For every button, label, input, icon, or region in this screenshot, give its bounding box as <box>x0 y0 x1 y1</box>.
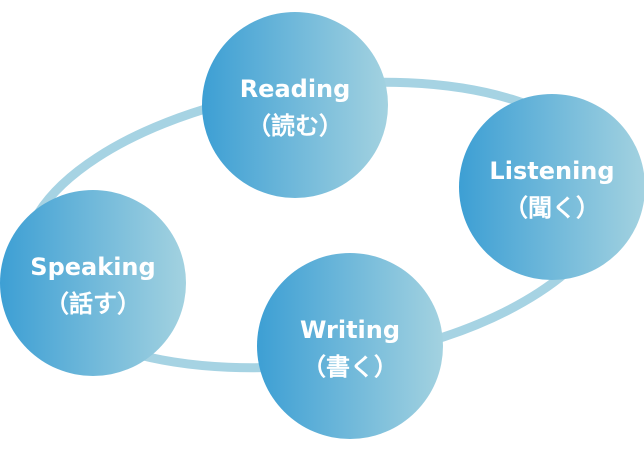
node-writing: Writing （書く） <box>257 253 443 439</box>
listening-circle <box>459 94 644 280</box>
listening-subtitle: （聞く） <box>504 194 600 222</box>
node-reading: Reading （読む） <box>202 12 388 198</box>
speaking-subtitle: （話す） <box>45 290 141 318</box>
writing-circle <box>257 253 443 439</box>
writing-title: Writing <box>300 316 400 344</box>
writing-subtitle: （書く） <box>302 353 398 381</box>
listening-title: Listening <box>489 157 614 185</box>
reading-title: Reading <box>240 75 351 103</box>
node-listening: Listening （聞く） <box>459 94 644 280</box>
speaking-circle <box>0 190 186 376</box>
reading-subtitle: （読む） <box>247 112 343 140</box>
reading-circle <box>202 12 388 198</box>
node-speaking: Speaking （話す） <box>0 190 186 376</box>
speaking-title: Speaking <box>30 253 155 281</box>
